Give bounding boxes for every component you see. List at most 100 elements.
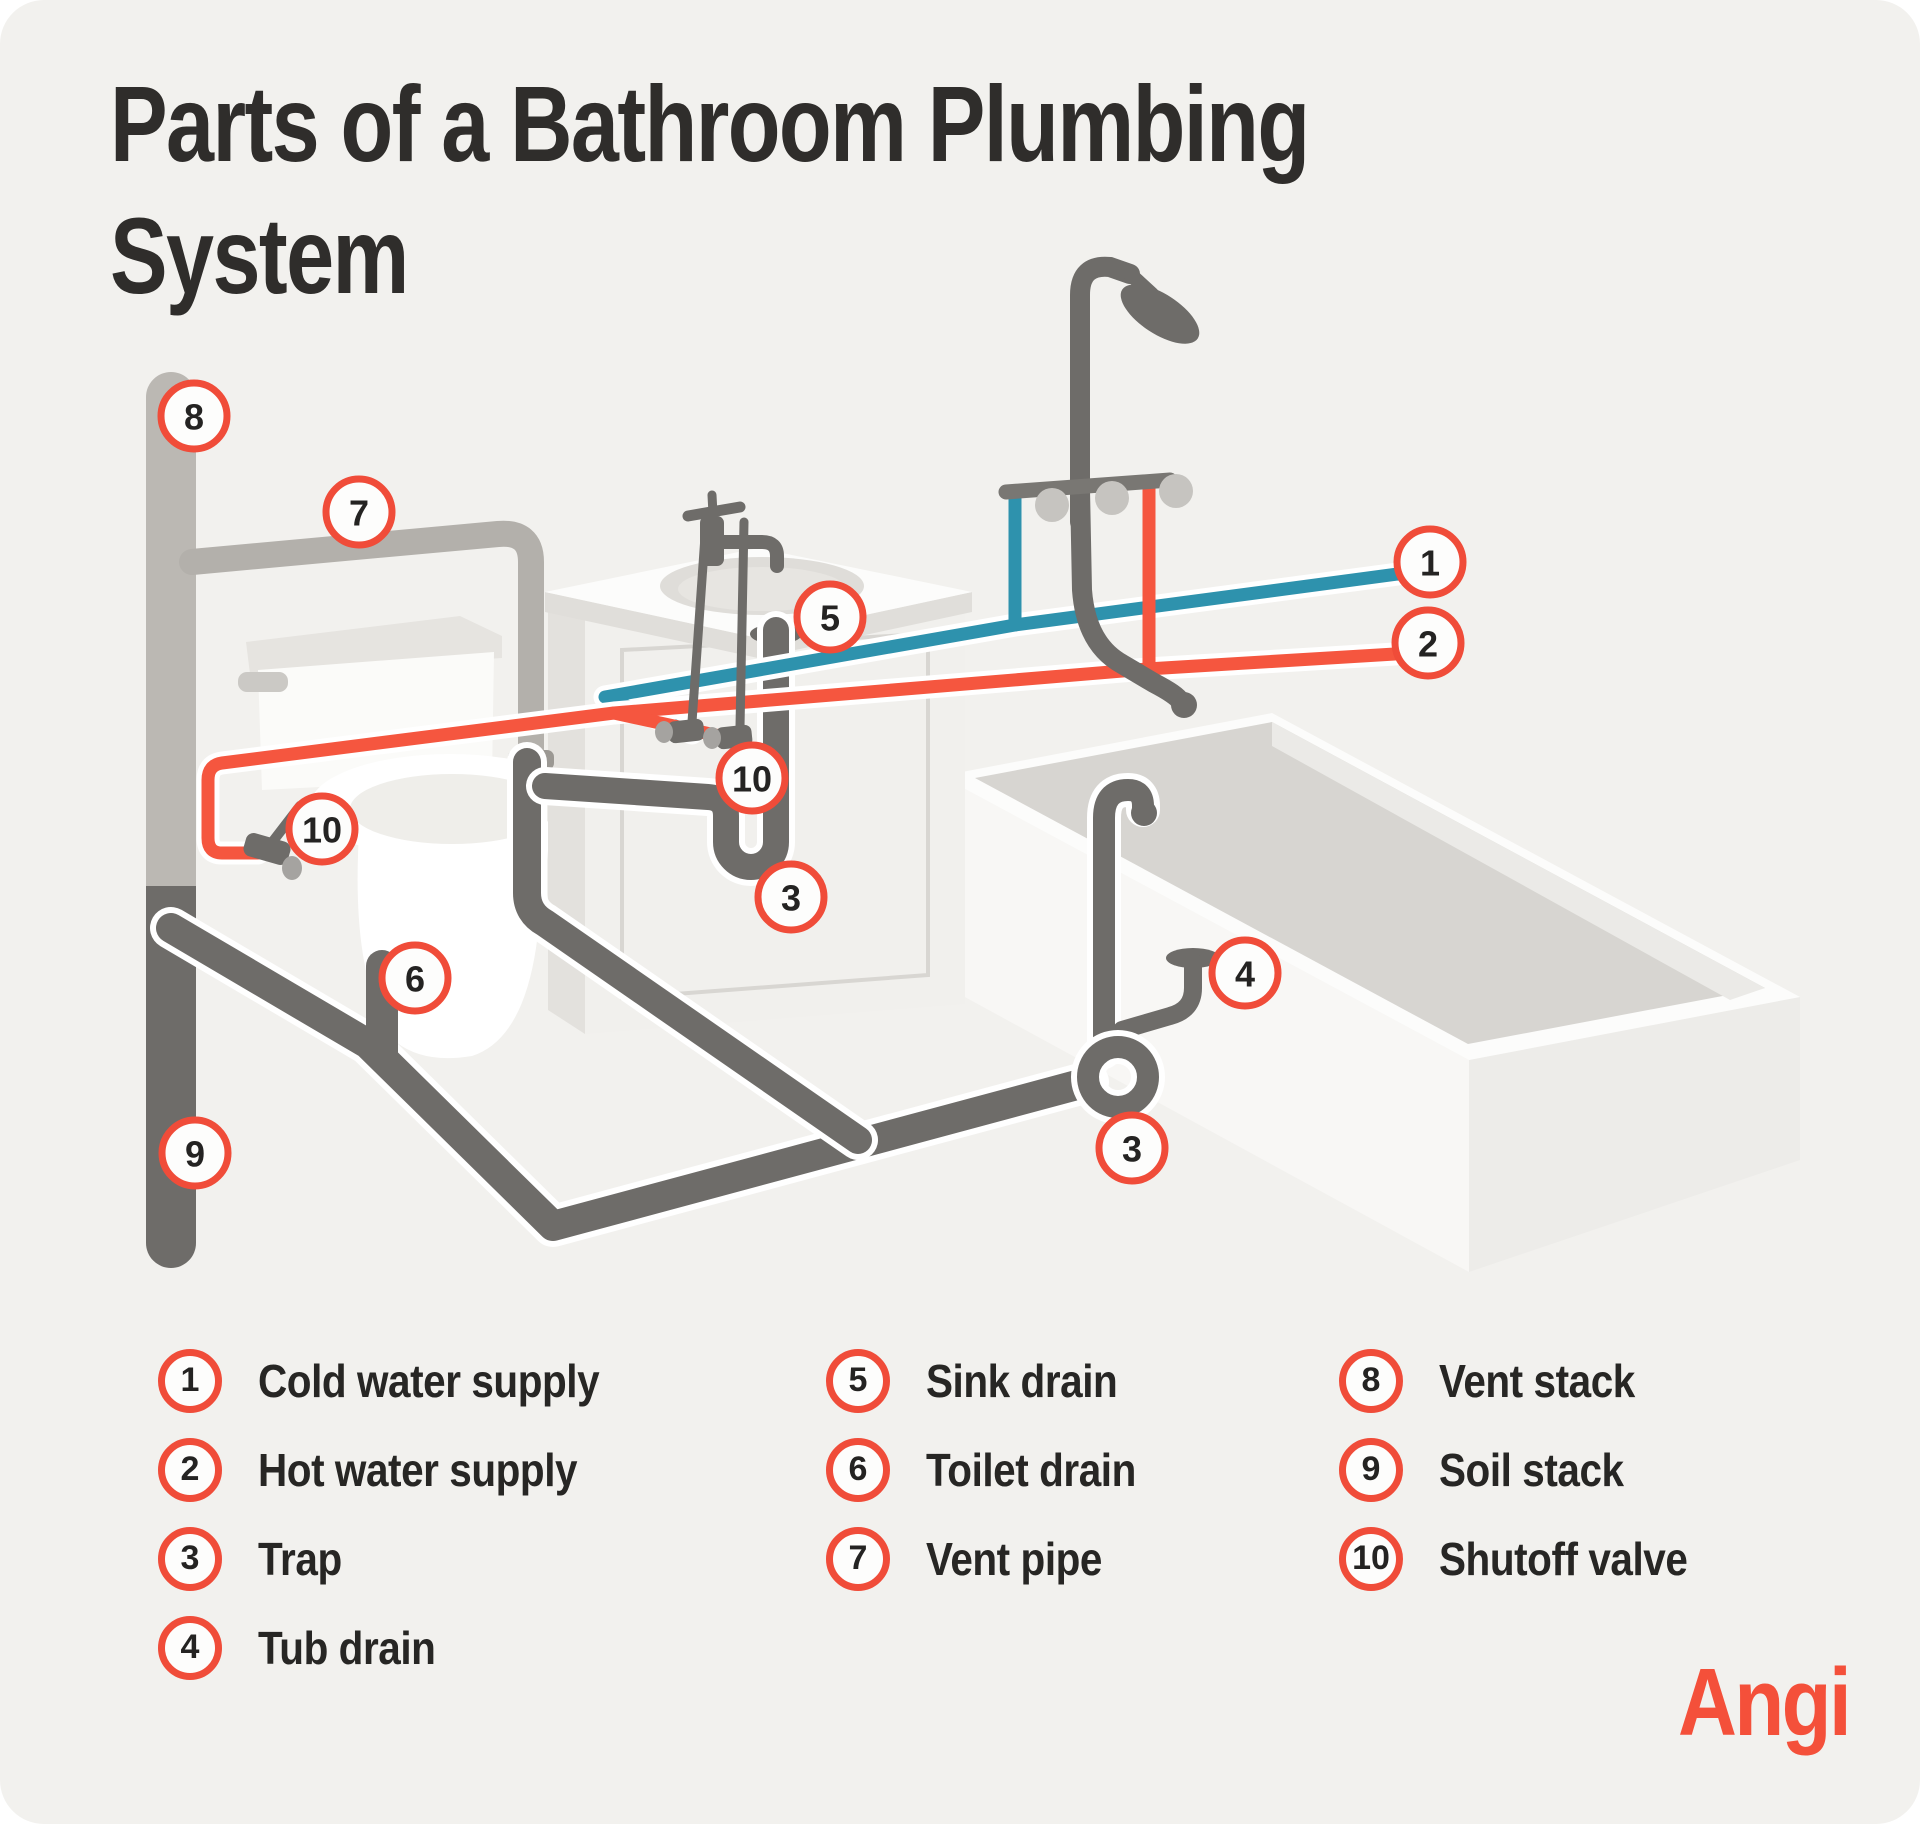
legend-badge: 3 bbox=[158, 1526, 222, 1591]
legend-item-tub-drain: 4 Tub drain bbox=[158, 1603, 646, 1692]
toilet-valve-cap bbox=[282, 856, 302, 880]
legend-column-2: 5 Sink drain 6 Toilet drain 7 Vent pipe bbox=[826, 1336, 1165, 1603]
legend-badge: 1 bbox=[158, 1348, 222, 1413]
shower-knob-middle bbox=[1095, 481, 1129, 515]
faucet-handle-stem bbox=[707, 490, 718, 519]
legend-label: Vent stack bbox=[1439, 1354, 1635, 1407]
legend-item-trap: 3 Trap bbox=[158, 1514, 646, 1603]
badge-number: 2 bbox=[1418, 624, 1438, 665]
tub-spout-cap bbox=[1171, 692, 1197, 718]
vent-stack-pipe bbox=[146, 372, 196, 892]
callout-badge-sink-trap: 3 bbox=[754, 860, 828, 934]
faucet-spout bbox=[705, 535, 784, 573]
legend-badge: 6 bbox=[826, 1437, 890, 1502]
title-line-2: System bbox=[110, 194, 409, 316]
tub-drain-assembly bbox=[1071, 772, 1220, 1124]
legend-badge: 10 bbox=[1339, 1526, 1403, 1591]
angi-logo: Angi bbox=[1678, 1649, 1852, 1756]
callout-badge-vent-pipe: 7 bbox=[322, 475, 396, 549]
callout-badges: 8 7 1 2 5 10 3 bbox=[157, 379, 1467, 1190]
legend-badge: 9 bbox=[1339, 1437, 1403, 1502]
badge-number: 7 bbox=[349, 493, 369, 534]
sink-faucet bbox=[682, 490, 784, 573]
hot-supply-line bbox=[201, 647, 1402, 860]
legend-item-hot-water-supply: 2 Hot water supply bbox=[158, 1425, 646, 1514]
shower-riser-pipe bbox=[1070, 256, 1140, 532]
callout-badge-toilet-drain: 6 bbox=[378, 941, 452, 1015]
shutoff-valve-cold bbox=[667, 718, 705, 744]
badge-number: 8 bbox=[184, 397, 204, 438]
legend-item-vent-stack: 8 Vent stack bbox=[1339, 1336, 1721, 1425]
legend-label: Hot water supply bbox=[258, 1443, 578, 1496]
sink-drain-branch bbox=[513, 748, 872, 1154]
shower-knob-left bbox=[1035, 488, 1069, 522]
legend-item-soil-stack: 9 Soil stack bbox=[1339, 1425, 1721, 1514]
bathtub bbox=[941, 713, 1800, 1272]
tub-front-right-face bbox=[1469, 997, 1800, 1272]
page-title: Parts of a Bathroom Plumbing System bbox=[110, 58, 1310, 322]
shower-knob-right bbox=[1159, 474, 1193, 508]
badge-number: 4 bbox=[1235, 954, 1255, 995]
legend-item-cold-water-supply: 1 Cold water supply bbox=[158, 1336, 646, 1425]
legend-label: Cold water supply bbox=[258, 1354, 600, 1407]
legend-label: Trap bbox=[258, 1532, 342, 1585]
legend-label: Soil stack bbox=[1439, 1443, 1624, 1496]
callout-badge-tub-drain: 4 bbox=[1208, 936, 1282, 1010]
callout-badge-cold-supply: 1 bbox=[1393, 525, 1467, 599]
legend-item-sink-drain: 5 Sink drain bbox=[826, 1336, 1165, 1425]
title-line-1: Parts of a Bathroom Plumbing bbox=[110, 63, 1310, 184]
badge-number: 3 bbox=[781, 878, 801, 919]
legend-badge: 2 bbox=[158, 1437, 222, 1502]
badge-number: 10 bbox=[732, 759, 772, 800]
callout-badge-sink-drain: 5 bbox=[793, 580, 867, 654]
legend-column-3: 8 Vent stack 9 Soil stack 10 Shutoff val… bbox=[1339, 1336, 1721, 1603]
legend-label: Toilet drain bbox=[926, 1443, 1136, 1496]
callout-badge-tub-trap: 3 bbox=[1095, 1111, 1169, 1185]
callout-badge-hot-supply: 2 bbox=[1391, 606, 1465, 680]
legend-item-vent-pipe: 7 Vent pipe bbox=[826, 1514, 1165, 1603]
badge-number: 1 bbox=[1420, 543, 1440, 584]
tub-trap-loop bbox=[1077, 1036, 1159, 1118]
callout-badge-shutoff-sink: 10 bbox=[715, 741, 789, 815]
shutoff-valve-hot-cap bbox=[703, 727, 721, 749]
tub-overflow-cap bbox=[1131, 800, 1157, 826]
callout-badge-vent-stack: 8 bbox=[157, 379, 231, 453]
legend-badge: 8 bbox=[1339, 1348, 1403, 1413]
sink-trap-pipe bbox=[532, 617, 789, 880]
badge-number: 5 bbox=[820, 598, 840, 639]
main-drain-run bbox=[156, 913, 1103, 1241]
shower-assembly bbox=[998, 256, 1200, 718]
shower-valve-bar bbox=[998, 472, 1178, 500]
toilet-seat-inner bbox=[350, 774, 554, 844]
vent-pipe-run bbox=[179, 520, 544, 771]
faucet-supply-tube-right bbox=[735, 517, 749, 732]
tub-drain-shoe bbox=[1113, 953, 1202, 1039]
legend-column-1: 1 Cold water supply 2 Hot water supply 3… bbox=[158, 1336, 646, 1692]
legend-badge: 5 bbox=[826, 1348, 890, 1413]
legend-label: Shutoff valve bbox=[1439, 1532, 1688, 1585]
callout-badge-shutoff-toilet: 10 bbox=[285, 792, 359, 866]
legend-badge: 4 bbox=[158, 1615, 222, 1680]
tub-overflow-pipe bbox=[1093, 778, 1154, 1063]
toilet-flush-handle bbox=[238, 672, 288, 692]
sink-trap-assembly bbox=[526, 611, 802, 886]
badge-number: 6 bbox=[405, 959, 425, 1000]
tub-inner-floor bbox=[1272, 722, 1765, 1000]
legend-item-toilet-drain: 6 Toilet drain bbox=[826, 1425, 1165, 1514]
badge-number: 3 bbox=[1122, 1129, 1142, 1170]
tub-front-left-face bbox=[941, 776, 1469, 1272]
toilet-valve-body bbox=[243, 833, 291, 865]
legend-item-shutoff-valve: 10 Shutoff valve bbox=[1339, 1514, 1721, 1603]
legend-badge: 7 bbox=[826, 1526, 890, 1591]
badge-number: 9 bbox=[185, 1134, 205, 1175]
stacks-and-vent bbox=[146, 372, 554, 1268]
badge-number: 10 bbox=[302, 810, 342, 851]
shower-head bbox=[1120, 284, 1200, 344]
tub-spout-drop-pipe bbox=[1070, 480, 1190, 711]
shutoff-valve-cold-cap bbox=[655, 721, 673, 743]
callout-badge-soil-stack: 9 bbox=[158, 1116, 232, 1190]
legend-label: Tub drain bbox=[258, 1621, 436, 1674]
tub-inner-wall bbox=[975, 722, 1765, 1044]
